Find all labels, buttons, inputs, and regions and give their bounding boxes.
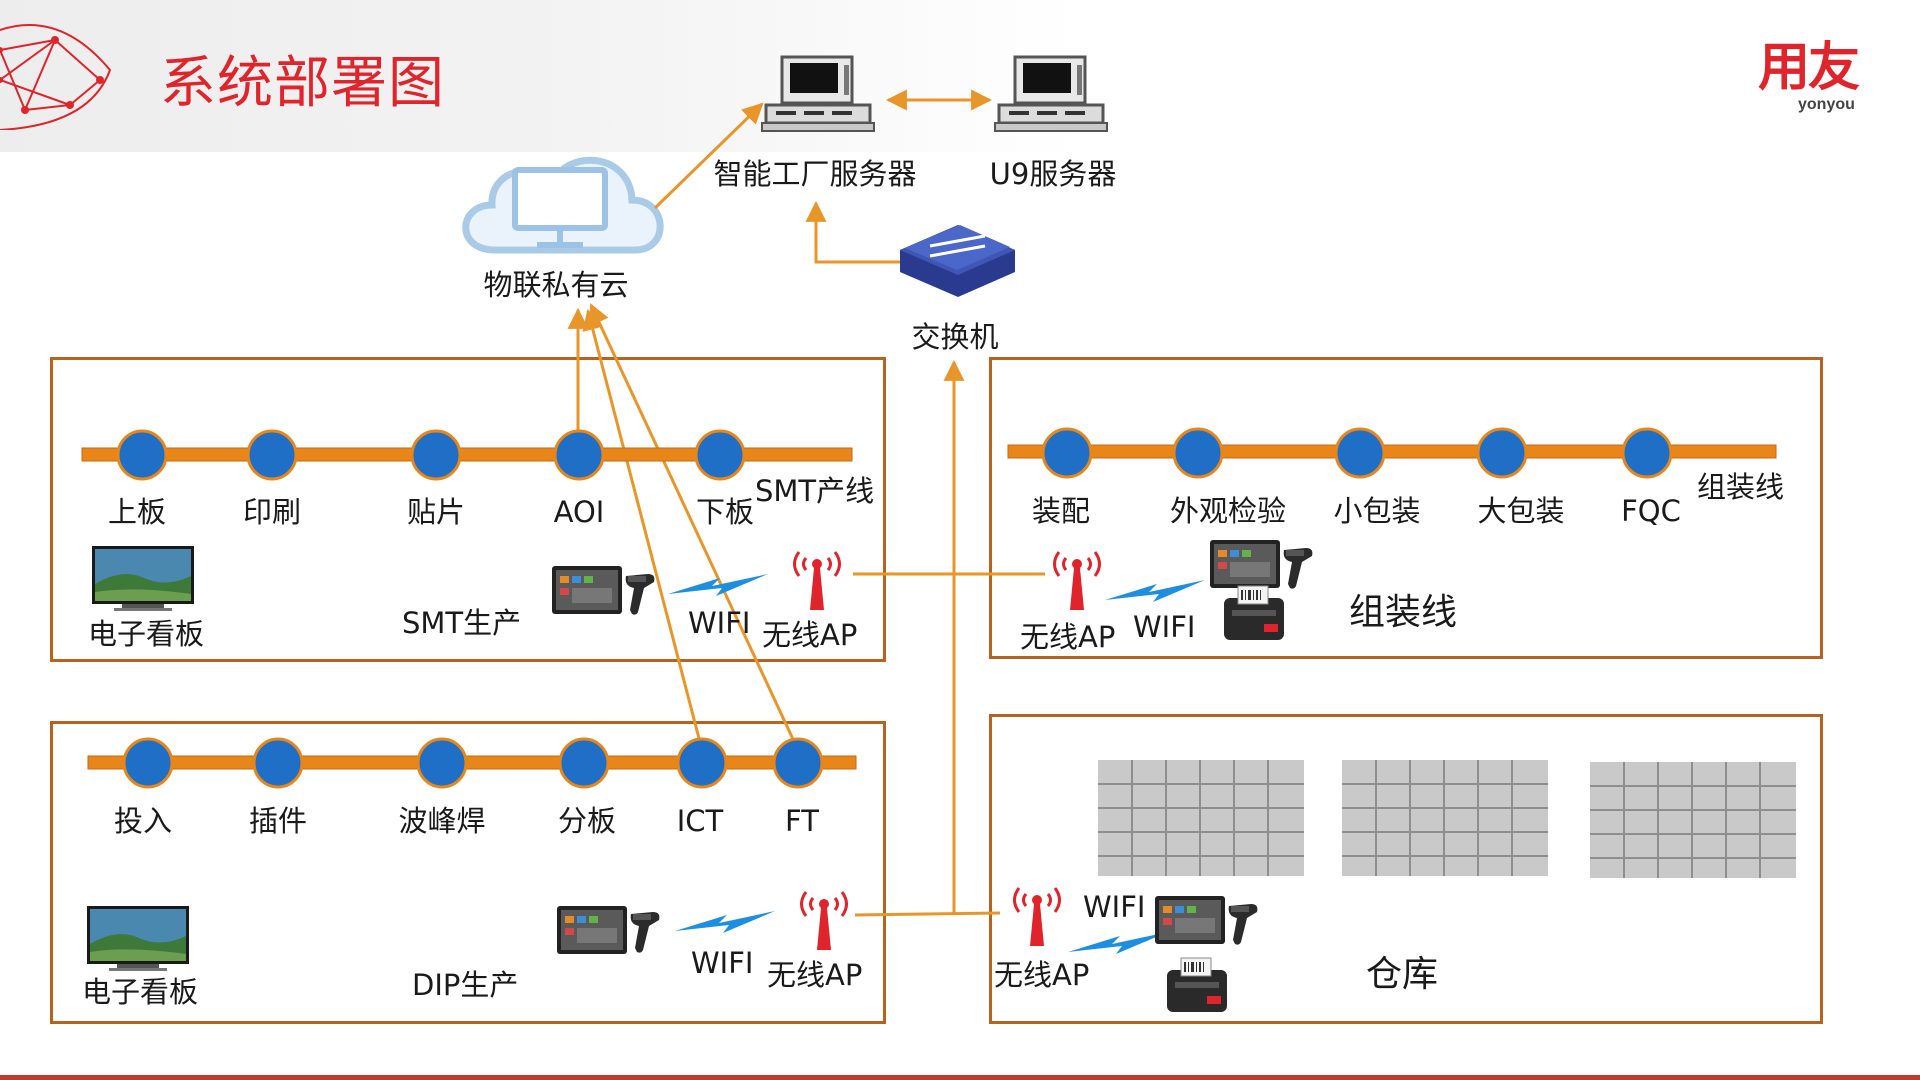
dip-station-node [252, 737, 304, 789]
label-printer-icon [1224, 585, 1284, 640]
smt-area-label: SMT生产 [402, 606, 522, 640]
storage-rack-icon [1342, 760, 1548, 876]
dip-board-label: 电子看板 [82, 975, 199, 1009]
smt-station-node [246, 429, 298, 481]
assembly-station-node [1041, 427, 1093, 479]
smt-station-label: AOI [553, 495, 605, 529]
assembly-station-label: FQC [1621, 494, 1681, 528]
assembly-station-node [1172, 427, 1224, 479]
barcode-scanner-icon [1283, 548, 1313, 589]
barcode-scanner-icon [625, 574, 655, 615]
u9-server-label: U9服务器 [989, 157, 1117, 191]
tv-board-icon [87, 906, 189, 971]
dip-station-label: 投入 [113, 804, 173, 838]
smt-station-node [116, 429, 168, 481]
dip-ap-label: 无线AP [767, 958, 863, 992]
dip-station-label: 波峰焊 [398, 804, 486, 838]
network-globe-logo-icon [0, 24, 112, 130]
assembly-station-node [1476, 427, 1528, 479]
dip-station-label: 分板 [557, 804, 617, 838]
smt-station-label: 印刷 [242, 495, 302, 529]
footer-rule [0, 1075, 1920, 1080]
storage-rack-icon [1098, 760, 1304, 876]
cloud-label: 物联私有云 [483, 268, 629, 302]
smt-station-node [553, 429, 605, 481]
assembly-wifi-label: WIFI [1133, 610, 1196, 644]
dip-station-node [122, 737, 174, 789]
warehouse-area-label: 仓库 [1366, 954, 1439, 995]
tablet-icon [1210, 540, 1280, 588]
warehouse-wifi-label: WIFI [1083, 890, 1146, 924]
dip-station-label: ICT [676, 804, 724, 838]
tablet-icon [552, 566, 622, 614]
smt-station-node [410, 429, 462, 481]
dip-station-label: FT [785, 804, 819, 838]
assembly-station-label: 小包装 [1333, 494, 1421, 528]
label-printer-icon [1167, 957, 1227, 1012]
smt-station-node [694, 429, 746, 481]
factory-server-icon [761, 55, 875, 132]
brand-sub: yonyou [1798, 96, 1855, 113]
brand-name: 用友 [1758, 38, 1860, 98]
dip-station-node [772, 737, 824, 789]
dip-station-label: 插件 [248, 804, 308, 838]
warehouse-ap-label: 无线AP [994, 958, 1090, 992]
assembly-ap-label: 无线AP [1020, 620, 1116, 654]
dip-wifi-label: WIFI [691, 946, 754, 980]
switch-label: 交换机 [911, 320, 999, 354]
wireless-ap-icon [1053, 551, 1101, 610]
header-band [0, 0, 1080, 152]
assembly-station-label: 装配 [1031, 494, 1091, 528]
smt-wifi-label: WIFI [688, 606, 751, 640]
assembly-area-label: 组装线 [1349, 592, 1458, 633]
wireless-ap-icon [793, 551, 841, 610]
smt-station-label: 下板 [695, 495, 755, 529]
tablet-icon [557, 906, 627, 954]
assembly-zone [989, 357, 1823, 659]
factory-server-label: 智能工厂服务器 [713, 157, 917, 191]
network-switch-icon [900, 225, 1015, 297]
warehouse-zone [989, 714, 1823, 1024]
dip-station-node [558, 737, 610, 789]
tv-board-icon [92, 546, 194, 611]
assembly-station-label: 外观检验 [1169, 494, 1287, 528]
wireless-ap-icon [800, 891, 848, 950]
wifi-signal-icon [675, 911, 775, 933]
barcode-scanner-icon [1228, 904, 1258, 945]
assembly-line-label: 组装线 [1697, 470, 1785, 504]
brand-logo: 用友 yonyou [1758, 40, 1868, 120]
storage-rack-icon [1590, 762, 1796, 878]
u9-server-icon [994, 55, 1108, 132]
tablet-icon [1155, 896, 1225, 944]
page-title: 系统部署图 [160, 51, 445, 116]
smt-station-label: 上板 [107, 495, 167, 529]
wifi-signal-icon [1105, 580, 1205, 602]
smt-station-label: 贴片 [406, 495, 466, 529]
assembly-station-label: 大包装 [1477, 494, 1565, 528]
smt-board-label: 电子看板 [88, 617, 205, 651]
assembly-station-node [1621, 427, 1673, 479]
wifi-signal-icon [668, 574, 768, 596]
dip-station-node [416, 737, 468, 789]
wifi-signal-icon [1068, 932, 1168, 954]
dip-zone [50, 721, 886, 1024]
smt-ap-label: 无线AP [762, 618, 858, 652]
cloud-icon [462, 156, 664, 254]
dip-area-label: DIP生产 [412, 968, 519, 1002]
dip-station-node [676, 737, 728, 789]
smt-line-label: SMT产线 [755, 474, 875, 508]
smt-zone [50, 357, 886, 662]
wireless-ap-icon [1013, 887, 1061, 946]
barcode-scanner-icon [630, 912, 660, 953]
assembly-station-node [1334, 427, 1386, 479]
